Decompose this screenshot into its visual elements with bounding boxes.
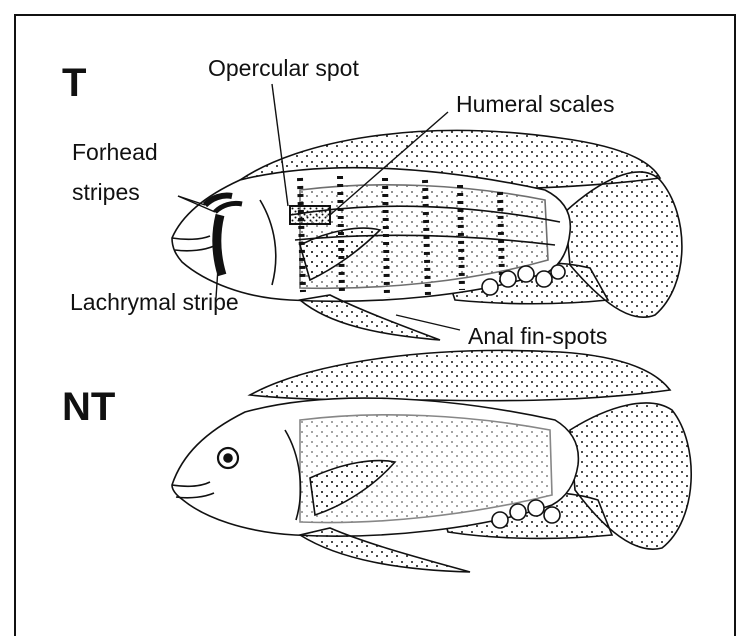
nt-dorsal-fin <box>250 350 670 400</box>
label-anal-fin-spots: Anal fin-spots <box>468 323 607 349</box>
label-lachrymal-stripe: Lachrymal stripe <box>70 289 239 315</box>
territorial-fish <box>172 130 682 340</box>
non-territorial-fish <box>172 350 691 572</box>
panel-label-nt: NT <box>62 385 115 429</box>
panel-label-t: T <box>62 61 86 105</box>
label-humeral-scales: Humeral scales <box>456 91 615 117</box>
label-opercular-spot: Opercular spot <box>208 55 359 81</box>
label-forhead-stripes-line2: stripes <box>72 179 140 205</box>
t-lachrymal-stripe-mark <box>217 215 222 275</box>
label-forhead-stripes-line1: Forhead <box>72 139 158 165</box>
t-opercular-spot <box>290 206 330 224</box>
